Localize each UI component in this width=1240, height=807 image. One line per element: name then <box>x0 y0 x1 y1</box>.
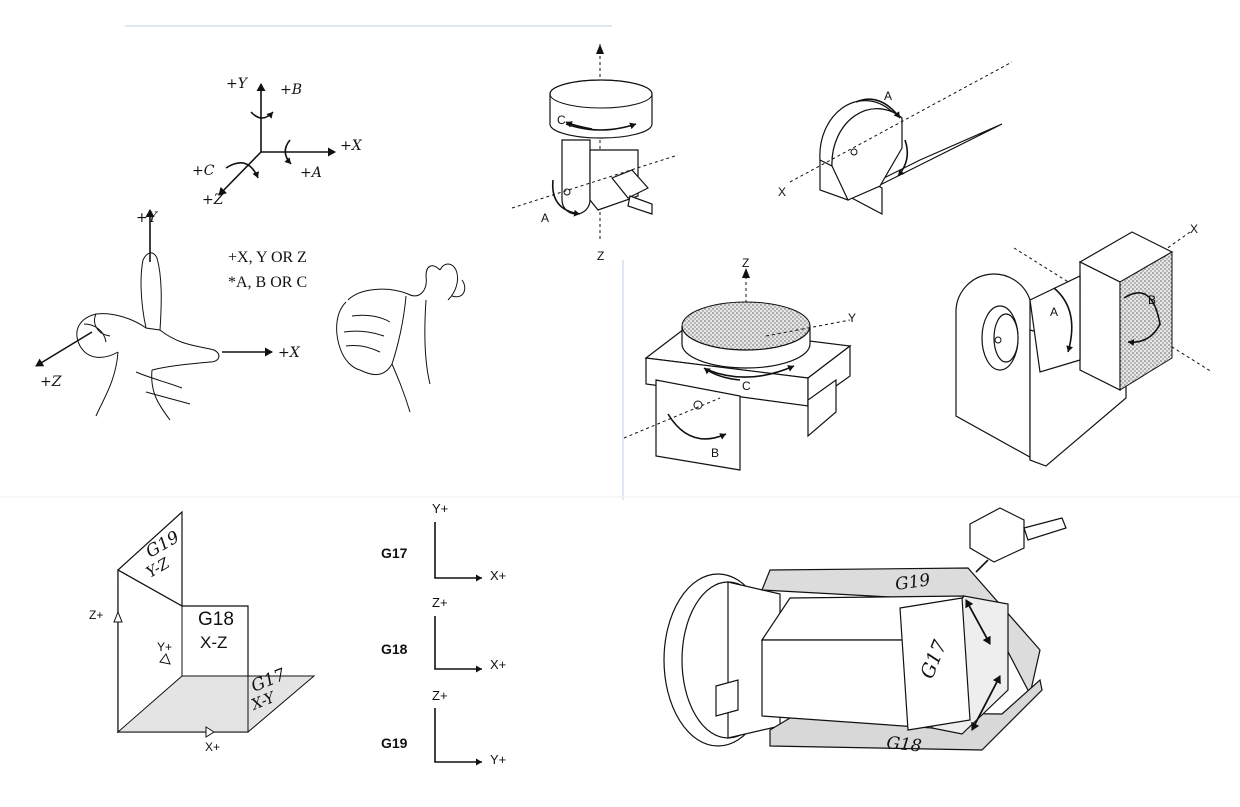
fist-icon <box>336 263 466 413</box>
planes-y-label: Y+ <box>157 640 172 654</box>
plane-code: G19 <box>381 735 408 751</box>
table-z-label: Z <box>742 256 749 270</box>
plane-list-panel: G17 Y+ X+ G18 Z+ X+ G19 Z+ Y+ <box>381 501 506 767</box>
table-b-label: B <box>711 446 719 460</box>
spindle-g19-label: G19 <box>894 570 932 595</box>
planes-z-label: Z+ <box>89 608 103 622</box>
head-z-label: Z <box>597 249 604 263</box>
tripod-x-label: +X <box>340 138 363 154</box>
rotary-a-label: A <box>884 89 892 103</box>
tripod-y-label: +Y <box>226 76 249 92</box>
plane-g18-label: G18 <box>198 609 234 630</box>
planes-x-label: X+ <box>205 740 220 754</box>
plane-horizontal-label: X+ <box>490 657 506 672</box>
legend-line-2: *A, B OR C <box>228 274 307 291</box>
rotary-a-panel: A X <box>778 61 1013 215</box>
plane-g18-sub: X-Z <box>200 633 227 652</box>
plane-vertical-label: Z+ <box>432 595 448 610</box>
rotary-head-panel: C A Z <box>511 44 679 263</box>
plane-list-item-g19: G19 Z+ Y+ <box>381 688 506 767</box>
tripod-a-label: +A <box>300 165 322 181</box>
tripod-z-label: +Z <box>202 192 224 208</box>
plane-vertical-label: Z+ <box>432 688 448 703</box>
trunnion-x-label: X <box>1190 222 1198 236</box>
trunnion-panel: X A B <box>955 222 1213 467</box>
rotary-table-c-panel: Z Y C B <box>623 256 856 471</box>
tripod-b-label: +B <box>280 82 302 98</box>
plane-vertical-label: Y+ <box>432 501 448 516</box>
plane-code: G17 <box>381 545 408 561</box>
plane-horizontal-label: X+ <box>490 568 506 583</box>
plane-list-item-g18: G18 Z+ X+ <box>381 595 506 673</box>
trunnion-a-label: A <box>1050 305 1058 319</box>
plane-code: G18 <box>381 641 408 657</box>
planes-3d-panel: G19 Y-Z G18 X-Z G17 X-Y Z+ Y+ X+ <box>89 510 316 754</box>
hand-y-label: +Y <box>136 210 159 226</box>
table-y-label: Y <box>848 311 856 325</box>
right-hand-rule-panel: +Y +B +X +A +C +Z +Y +X +Z +X, Y OR Z *A… <box>35 76 466 421</box>
rotary-a-x-label: X <box>778 185 786 199</box>
tripod-c-label: +C <box>192 163 215 179</box>
spindle-planes-panel: G19 G17 G18 <box>663 507 1067 757</box>
spindle-g18-label: G18 <box>885 733 922 757</box>
hand-z-label: +Z <box>40 374 62 390</box>
legend-line-1: +X, Y OR Z <box>228 249 307 266</box>
table-c-label: C <box>742 379 751 393</box>
plane-horizontal-label: Y+ <box>490 752 506 767</box>
head-c-label: C <box>557 113 566 127</box>
head-a-label: A <box>541 211 549 225</box>
trunnion-b-label: B <box>1148 293 1156 307</box>
right-hand-icon <box>35 209 273 421</box>
axis-tripod: +Y +B +X +A +C +Z <box>192 76 363 208</box>
hand-x-label: +X <box>278 345 301 361</box>
plane-list-item-g17: G17 Y+ X+ <box>381 501 506 583</box>
